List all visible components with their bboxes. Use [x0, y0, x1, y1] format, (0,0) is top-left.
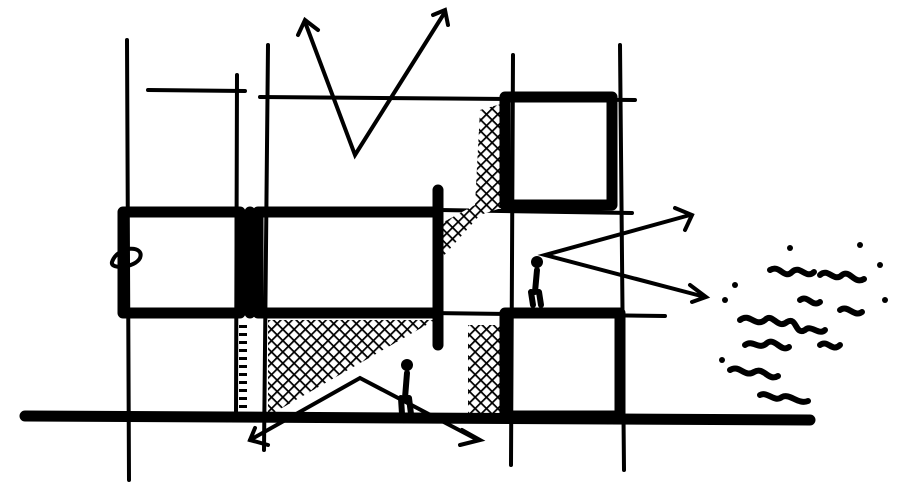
view-arrows	[247, 7, 711, 447]
floor-slabs	[117, 91, 626, 422]
hatched-areas	[239, 102, 510, 416]
person-figure-lower	[398, 359, 414, 417]
tree-scribble	[719, 242, 888, 405]
person-figure-upper	[528, 256, 544, 308]
ground-line	[19, 410, 816, 426]
small-loop-mark	[110, 246, 143, 269]
